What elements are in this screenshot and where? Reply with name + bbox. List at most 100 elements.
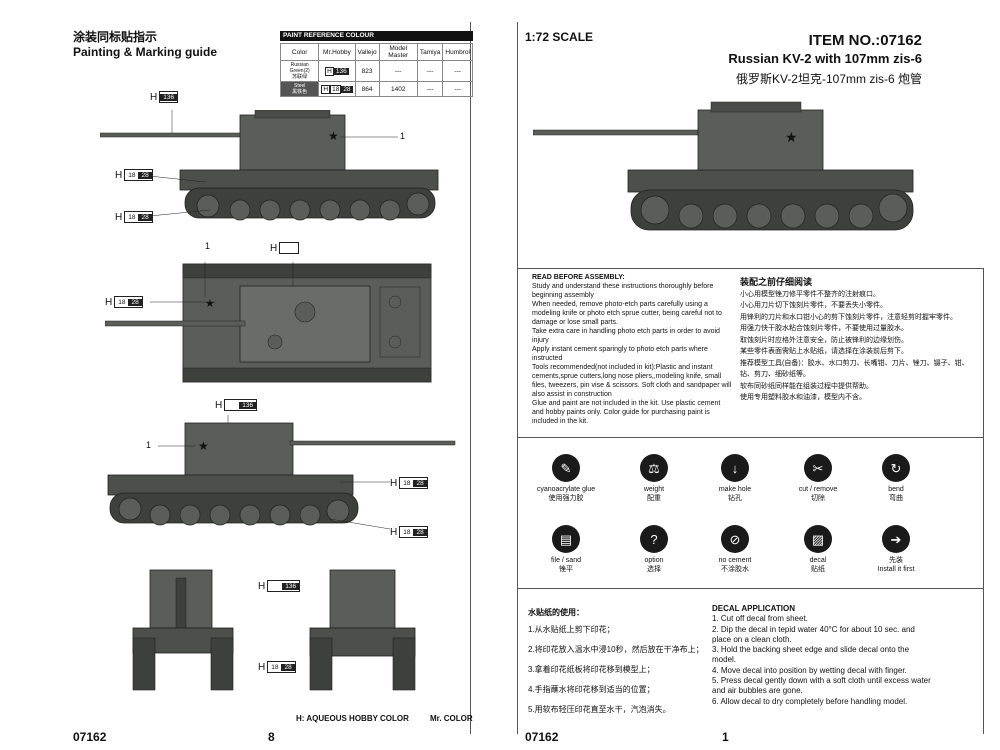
read-before-item: Glue and paint are not included in the k… bbox=[532, 400, 721, 425]
decal-en-step: 2. Dip the decal in tepid water 40°C for… bbox=[712, 624, 915, 644]
svg-text:★: ★ bbox=[198, 439, 209, 453]
callout-1-view3: 1 bbox=[146, 440, 152, 450]
read-before-cn-item: 推荐模型工具(自备)：胶水、水口剪刀、长嘴钳、刀片、锉刀、镊子、钳、钻、剪刀、细… bbox=[740, 359, 969, 379]
ref-header-vallejo: Vallejo bbox=[354, 43, 380, 61]
ref-header-modelmaster: Model Master bbox=[378, 43, 418, 61]
read-before-cn-item: 某些零件表面需贴上水贴纸，请选择在涂装前后剪下。 bbox=[740, 348, 908, 355]
tank-box-art: ★ bbox=[533, 101, 914, 231]
read-before-item: Take extra care in handling photo etch p… bbox=[532, 328, 720, 344]
decal-instructions-en: DECAL APPLICATION 1. Cut off decal from … bbox=[712, 604, 934, 707]
read-before-cn-item: 用锋利的刀片和水口钳小心的剪下蚀刻片零件，注意轻剪时握牢零件。 bbox=[740, 313, 957, 321]
decal-en-step: 3. Hold the backing sheet edge and slide… bbox=[712, 645, 910, 665]
paint-ref-title: PAINT REFERENCE COLOUR bbox=[280, 31, 473, 41]
decal-instructions-cn: 水贴纸的使用： 1.从水贴纸上剪下印花； 2.将印花放入温水中浸10秒，然后放在… bbox=[528, 606, 718, 720]
h136-label-view2: H bbox=[270, 242, 300, 254]
ref-header-mrhobby: Mr.Hobby bbox=[318, 43, 356, 61]
ref-header-row: Color Mr.Hobby Vallejo Model Master Tami… bbox=[279, 43, 473, 61]
decal-cn-step: 5.用软布轻压印花直至水干，汽泡消失。 bbox=[528, 705, 671, 714]
scale-label: 1:72 SCALE bbox=[525, 30, 594, 44]
ref-mm-steel: 1402 bbox=[378, 81, 418, 97]
decal-cn-heading: 水贴纸的使用： bbox=[528, 608, 584, 617]
decal-en-step: 1. Cut off decal from sheet. bbox=[712, 614, 808, 624]
decal-en-step: 5. Press decal gently down with a soft c… bbox=[712, 676, 931, 696]
svg-text:★: ★ bbox=[785, 129, 798, 145]
right-page-number: 1 bbox=[722, 730, 729, 744]
read-before-item: When needed, remove photo-etch parts car… bbox=[532, 301, 722, 326]
callout-1-view1: 1 bbox=[400, 131, 406, 141]
decal-cn-step: 1.从水贴纸上剪下印花； bbox=[528, 625, 615, 634]
ref-humbrol-steel: --- bbox=[442, 81, 473, 97]
decal-cn-step: 4.手指蘸水将印花移到适当的位置； bbox=[528, 685, 655, 694]
right-page-border bbox=[517, 22, 518, 734]
product-title-en: Russian KV-2 with 107mm zis-6 bbox=[728, 51, 922, 66]
ref-header-humbrol: Humbrol bbox=[442, 43, 473, 61]
divider-bottom bbox=[517, 588, 983, 589]
svg-text:★: ★ bbox=[328, 129, 339, 143]
left-title-en: Painting & Marking guide bbox=[73, 45, 218, 59]
ref-tamiya-steel: --- bbox=[416, 81, 444, 97]
color-legend-mr: Mr. COLOR bbox=[430, 714, 473, 723]
ref-header-color: Color bbox=[279, 43, 320, 61]
svg-text:★: ★ bbox=[205, 298, 215, 310]
ref-vallejo-steel: 864 bbox=[354, 81, 380, 97]
read-before-en: READ BEFORE ASSEMBLY: Study and understa… bbox=[532, 273, 732, 426]
read-before-cn-item: 软布同砂纸同样能在组装过程中提供帮助。 bbox=[740, 382, 873, 390]
read-before-cn-item: 用强力快干胶水粘合蚀刻片零件，不要使用过量胶水。 bbox=[740, 325, 908, 332]
ref-tamiya-green: --- bbox=[416, 60, 444, 82]
read-before-item: Tools recommended(not included in kit):P… bbox=[532, 364, 732, 398]
ref-color-green: Russian Green(2)苏联绿 bbox=[279, 60, 320, 82]
tank-side-view-right: ★ bbox=[107, 415, 456, 530]
product-title-cn: 俄罗斯KV-2坦克-107mm zis-6 炮管 bbox=[735, 72, 922, 86]
decal-cn-step: 3.拿着印花纸板将印花移到模型上； bbox=[528, 665, 655, 674]
read-before-item: Study and understand these instructions … bbox=[532, 283, 714, 299]
tank-rear-view bbox=[309, 569, 416, 691]
color-legend-aqueous: H: AQUEOUS HOBBY COLOR bbox=[296, 714, 409, 723]
decal-cn-step: 2.将印花放入温水中浸10秒，然后放在干净布上； bbox=[528, 645, 704, 654]
ref-mm-green: --- bbox=[378, 60, 418, 82]
callout-1-view2: 1 bbox=[205, 241, 211, 251]
read-before-cn-item: 小心用刀片切下蚀刻片零件，不要丢失小零件。 bbox=[740, 302, 887, 309]
read-before-cn-heading: 装配之前仔细阅读 bbox=[740, 277, 813, 287]
left-title-cn: 涂装同标贴指示 bbox=[73, 30, 158, 44]
read-before-cn-item: 使用专用塑料胶水和油漆，模型内不含。 bbox=[740, 394, 866, 401]
paint-ref-table: Color Mr.Hobby Vallejo Model Master Tami… bbox=[279, 43, 473, 97]
read-before-cn-item: 小心用模型锉刀修平零件不整齐的注射痕口。 bbox=[740, 290, 880, 298]
left-page-number: 8 bbox=[268, 730, 275, 744]
ref-humbrol-green: --- bbox=[442, 60, 473, 82]
divider-mid bbox=[517, 437, 983, 438]
right-footer-code: 07162 bbox=[525, 730, 559, 744]
ref-vallejo-green: 823 bbox=[354, 60, 380, 82]
read-before-cn-item: 取蚀刻片时应格外注意安全，防止被锋利的边缘划伤。 bbox=[740, 336, 908, 344]
read-before-item: Apply instant cement sparingly to photo … bbox=[532, 346, 708, 362]
decal-en-heading: DECAL APPLICATION bbox=[712, 604, 795, 613]
item-number: ITEM NO.:07162 bbox=[808, 32, 922, 49]
tank-front-view bbox=[132, 569, 234, 691]
left-footer-code: 07162 bbox=[73, 730, 107, 744]
ref-header-tamiya: Tamiya bbox=[416, 43, 444, 61]
tank-side-view-left: ★ bbox=[100, 110, 439, 221]
read-before-cn: 装配之前仔细阅读 小心用模型锉刀修平零件不整齐的注射痕口。 小心用刀片切下蚀刻片… bbox=[740, 277, 975, 404]
left-page-border bbox=[470, 22, 471, 734]
